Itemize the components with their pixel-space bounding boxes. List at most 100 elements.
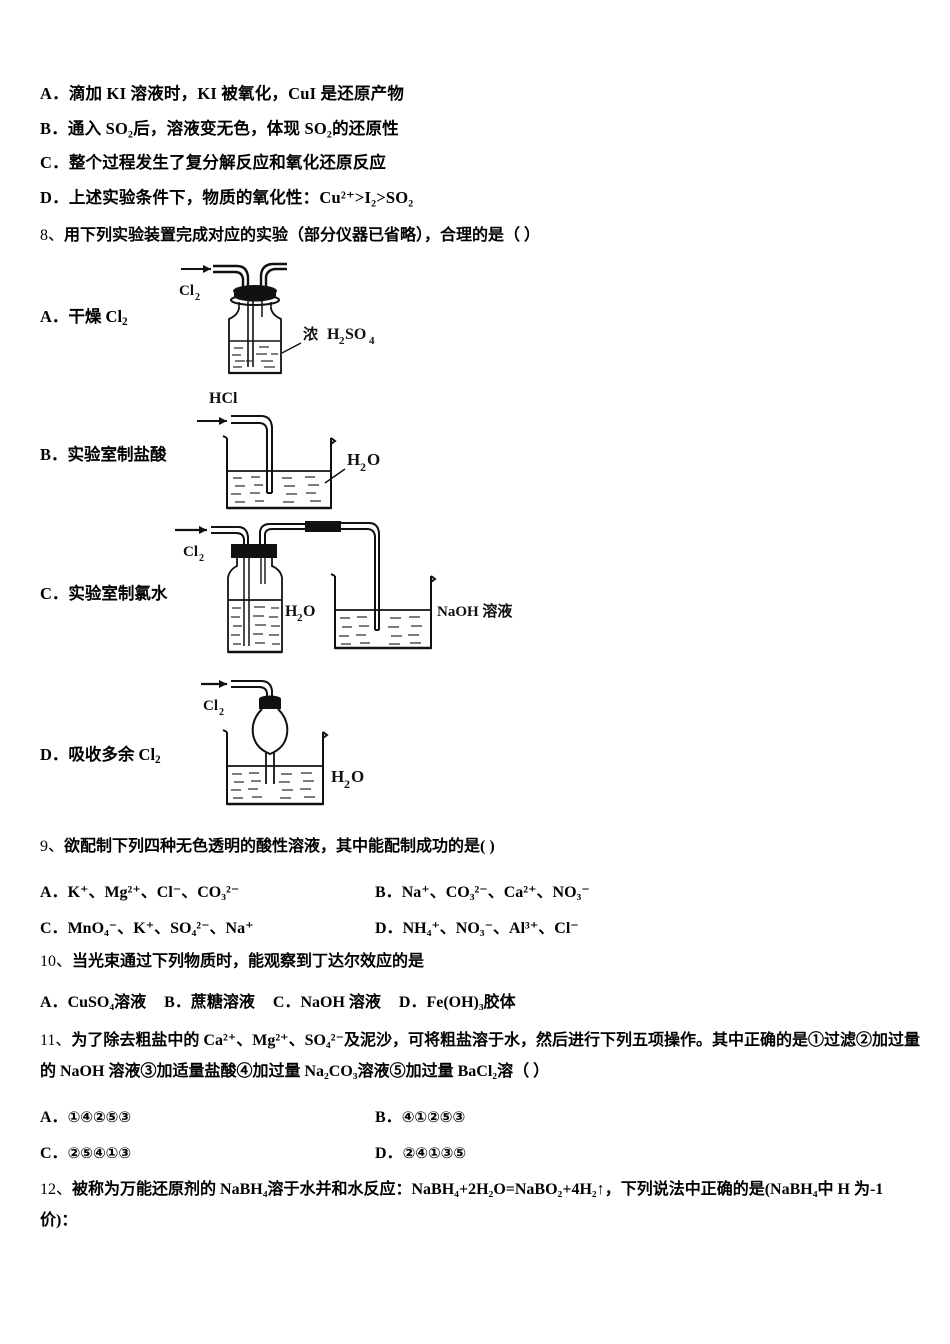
q10-options-row: A．CuSO₄溶液 B．蔗糖溶液 C．NaOH 溶液 D．Fe(OH)₃胶体 bbox=[40, 988, 920, 1012]
q7-option-a-label: A． bbox=[40, 84, 69, 103]
q7-option-b-label: B． bbox=[40, 118, 68, 138]
q8-option-a-label: A．干燥 Cl2 bbox=[40, 303, 128, 328]
svg-text:HCl: HCl bbox=[209, 390, 238, 407]
svg-text:Cl: Cl bbox=[179, 283, 194, 299]
svg-text:O: O bbox=[351, 767, 364, 786]
svg-text:4: 4 bbox=[369, 335, 375, 347]
svg-text:Cl: Cl bbox=[203, 698, 218, 714]
q11-option-a-label: A． bbox=[40, 1109, 68, 1127]
inverted-funnel-in-water-beaker-figure: Cl 2 bbox=[165, 666, 465, 811]
q10-stem-line: 10、当光束通过下列物质时，能观察到丁达尔效应的是 bbox=[40, 950, 920, 975]
svg-text:2: 2 bbox=[195, 292, 200, 303]
q7-options-group: A．滴加 KI 溶液时，KI 被氧化，CuI 是还原产物 B．通入 SO₂后，溶… bbox=[40, 84, 920, 207]
q10-option-d: D．Fe(OH)₃胶体 bbox=[399, 994, 516, 1011]
q7-option-b: B．通入 SO₂后，溶液变无色，体现 SO₂的还原性 bbox=[40, 118, 920, 138]
q12-stem: 被称为万能还原剂的 NaBH₄溶于水并和水反应：NaBH₄+2H₂O=NaBO₂… bbox=[40, 1181, 884, 1229]
q11-options-row-2: C．②⑤④①③ D．②④①③⑤ bbox=[40, 1139, 920, 1163]
q7-option-d: D．上述实验条件下，物质的氧化性：Cu²⁺>I₂>SO₂ bbox=[40, 187, 920, 207]
q8-option-b-text: 实验室制盐酸 bbox=[67, 444, 167, 464]
q9-option-a-label: A． bbox=[40, 883, 68, 901]
q7-option-a-text: 滴加 KI 溶液时，KI 被氧化，CuI 是还原产物 bbox=[68, 84, 405, 103]
q11-option-d-label: D． bbox=[375, 1145, 403, 1163]
q11-option-d: D．②④①③⑤ bbox=[375, 1139, 466, 1163]
q9-option-c: C．MnO₄⁻、K⁺、SO₄²⁻、Na⁺ bbox=[40, 914, 254, 938]
q9-option-a: A．K⁺、Mg²⁺、Cl⁻、CO₃²⁻ bbox=[40, 878, 239, 902]
q9-option-a-text: K⁺、Mg²⁺、Cl⁻、CO₃²⁻ bbox=[67, 883, 240, 901]
q10-option-c-label: C． bbox=[272, 994, 301, 1012]
svg-text:H: H bbox=[327, 326, 340, 343]
q8-stem: 用下列实验装置完成对应的实验（部分仪器已省略），合理的是（ ） bbox=[64, 227, 541, 244]
q9-number: 9、 bbox=[40, 837, 65, 855]
svg-text:O: O bbox=[303, 603, 315, 620]
q9-option-c-label: C． bbox=[40, 919, 68, 937]
q9-stem: 欲配制下列四种无色透明的酸性溶液，其中能配制成功的是( ) bbox=[64, 837, 495, 855]
q9-option-b: B．Na⁺、CO₃²⁻、Ca²⁺、NO₃⁻ bbox=[375, 878, 590, 902]
q10-option-c: C．NaOH 溶液 bbox=[273, 994, 381, 1011]
q12-stem-line: 12、被称为万能还原剂的 NaBH₄溶于水并和水反应：NaBH₄+2H₂O=Na… bbox=[40, 1175, 920, 1236]
svg-text:H: H bbox=[347, 450, 360, 469]
q8-option-d-label: D．吸收多余 Cl2 bbox=[40, 741, 161, 766]
svg-text:Cl: Cl bbox=[183, 544, 198, 560]
q9-options-row-2: C．MnO₄⁻、K⁺、SO₄²⁻、Na⁺ D．NH₄⁺、NO₃⁻、Al³⁺、Cl… bbox=[40, 914, 920, 937]
q11-options-row-1: A．①④②⑤③ B．④①②⑤③ bbox=[40, 1103, 920, 1126]
q10-option-b: B．蔗糖溶液 bbox=[164, 994, 255, 1011]
page-content: A．滴加 KI 溶液时，KI 被氧化，CuI 是还原产物 B．通入 SO₂后，溶… bbox=[40, 84, 920, 1236]
svg-text:2: 2 bbox=[199, 553, 204, 564]
q8-option-d-letter: D． bbox=[40, 744, 69, 764]
svg-text:2: 2 bbox=[297, 612, 303, 624]
q10-option-c-text: NaOH 溶液 bbox=[300, 994, 381, 1012]
q8-option-b-row: B．实验室制盐酸 HCl bbox=[40, 383, 920, 518]
q10-option-a: A．CuSO₄溶液 bbox=[40, 994, 146, 1011]
q9-option-b-label: B． bbox=[375, 883, 402, 901]
hcl-tube-into-beaker-figure: HCl bbox=[165, 383, 465, 518]
q9-options-row-1: A．K⁺、Mg²⁺、Cl⁻、CO₃²⁻ B．Na⁺、CO₃²⁻、Ca²⁺、NO₃… bbox=[40, 878, 920, 901]
q8-option-d-text: 吸收多余 Cl bbox=[68, 744, 156, 764]
q8-option-b-label: B．实验室制盐酸 bbox=[40, 441, 167, 465]
q8-option-c-text: 实验室制氯水 bbox=[68, 583, 168, 603]
svg-text:H: H bbox=[331, 767, 344, 786]
q7-option-b-text: 通入 SO₂后，溶液变无色，体现 SO₂的还原性 bbox=[67, 118, 399, 138]
q11-option-a-text: ①④②⑤③ bbox=[67, 1108, 132, 1127]
q11-option-c-label: C． bbox=[40, 1145, 68, 1163]
svg-text:NaOH 溶液: NaOH 溶液 bbox=[437, 602, 513, 620]
svg-text:2: 2 bbox=[344, 777, 350, 791]
q8-number: 8、 bbox=[40, 227, 65, 244]
svg-text:H: H bbox=[285, 603, 298, 620]
q10-stem: 当光束通过下列物质时，能观察到丁达尔效应的是 bbox=[72, 952, 425, 970]
q8-option-d-sub: 2 bbox=[155, 753, 161, 766]
q7-option-c-text: 整个过程发生了复分解反应和氧化还原反应 bbox=[68, 153, 387, 172]
q11-option-a: A．①④②⑤③ bbox=[40, 1103, 131, 1127]
svg-text:2: 2 bbox=[339, 335, 345, 347]
q8-option-c-row: C．实验室制氯水 Cl 2 bbox=[40, 518, 920, 666]
q12-number: 12、 bbox=[40, 1181, 73, 1199]
svg-text:SO: SO bbox=[345, 326, 366, 343]
q11-stem: 为了除去粗盐中的 Ca²⁺、Mg²⁺、SO₄²⁻及泥沙，可将粗盐溶于水，然后进行… bbox=[40, 1032, 920, 1080]
svg-text:O: O bbox=[367, 450, 380, 469]
q9-option-d-text: NH₄⁺、NO₃⁻、Al³⁺、Cl⁻ bbox=[402, 919, 579, 937]
q11-option-b: B．④①②⑤③ bbox=[375, 1103, 465, 1127]
q8-option-b-letter: B． bbox=[40, 444, 68, 464]
q8-option-a-sub: 2 bbox=[122, 315, 128, 328]
q10-option-a-label: A． bbox=[40, 994, 68, 1012]
q11-option-b-text: ④①②⑤③ bbox=[401, 1108, 466, 1127]
q9-option-d: D．NH₄⁺、NO₃⁻、Al³⁺、Cl⁻ bbox=[375, 914, 579, 938]
q8-option-d-row: D．吸收多余 Cl2 Cl 2 bbox=[40, 666, 920, 811]
svg-text:2: 2 bbox=[219, 707, 224, 718]
q11-option-d-text: ②④①③⑤ bbox=[402, 1144, 467, 1163]
q9-option-b-text: Na⁺、CO₃²⁻、Ca²⁺、NO₃⁻ bbox=[401, 883, 590, 901]
q11-number: 11、 bbox=[40, 1032, 72, 1050]
q11-option-c-text: ②⑤④①③ bbox=[67, 1144, 132, 1163]
svg-text:浓: 浓 bbox=[303, 326, 319, 343]
q10-option-b-label: B． bbox=[164, 994, 191, 1012]
q10-number: 10、 bbox=[40, 952, 73, 970]
q11-stem-line: 11、为了除去粗盐中的 Ca²⁺、Mg²⁺、SO₄²⁻及泥沙，可将粗盐溶于水，然… bbox=[40, 1026, 920, 1087]
q11-option-b-label: B． bbox=[375, 1109, 402, 1127]
q9-stem-line: 9、欲配制下列四种无色透明的酸性溶液，其中能配制成功的是( ) bbox=[40, 835, 920, 860]
q8-option-c-label: C．实验室制氯水 bbox=[40, 580, 167, 604]
cl2-into-water-bottle-then-naoh-beaker-figure: Cl 2 bbox=[145, 518, 525, 666]
q8-option-a-letter: A． bbox=[40, 306, 69, 326]
q7-option-d-label: D． bbox=[40, 187, 69, 207]
q8-stem-line: 8、用下列实验装置完成对应的实验（部分仪器已省略），合理的是（ ） bbox=[40, 224, 920, 249]
q8-option-c-letter: C． bbox=[40, 583, 69, 603]
